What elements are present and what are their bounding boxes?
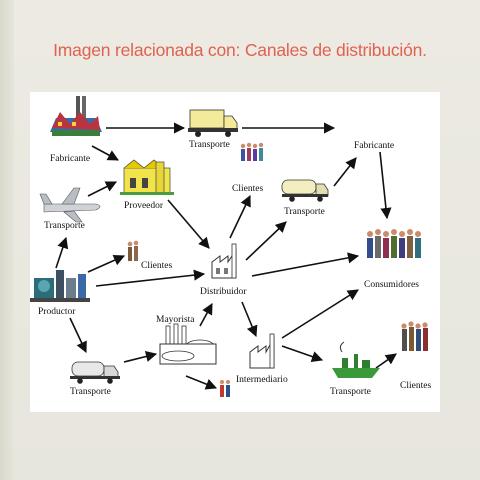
people-couple-icon [127,240,139,261]
label-intermediario: Intermediario [236,375,288,385]
cargo-ship-icon [332,341,380,378]
factory-icon [50,96,102,136]
label-fabricante-right: Fabricante [354,141,394,151]
arrow-fabricante-to-proveedor [91,145,119,161]
distributor-warehouse-icon [211,243,237,279]
label-productor: Productor [38,307,76,317]
arrow-transporte-plane-to-proveedor [87,181,118,197]
producer-plant-icon [30,270,90,302]
label-distribuidor: Distribuidor [200,287,247,297]
airplane-icon [39,187,101,223]
people-pair-icon [220,380,230,397]
people-group-bottom-icon [401,321,428,351]
arrow-fabricante-right-to-consumidores [379,151,392,220]
label-consumidores: Consumidores [364,280,419,290]
label-transporte-plane: Transporte [44,221,85,231]
label-transporte-ship: Transporte [330,387,371,397]
people-group-icon [240,142,264,161]
tanker-truck-bottom-icon [70,361,120,384]
truck-icon [188,109,238,137]
arrow-productor-to-transporte-bottom [69,317,87,354]
arrow-mayorista-to-clientes-bottom [185,375,218,390]
label-transporte-truck-right: Transporte [284,207,325,217]
slide-frame-edge [0,0,14,480]
label-transporte-top: Transporte [189,140,230,150]
label-fabricante-left: Fabricante [50,154,90,164]
arrow-distribuidor-to-transporte-truck [245,221,287,261]
slide-title: Imagen relacionada con: Canales de distr… [53,40,427,60]
label-transporte-bottom-left: Transporte [70,387,111,397]
arrow-distribuidor-to-consumidores [251,252,360,277]
flow-arrows [55,122,397,390]
arrow-productor-to-distribuidor [95,269,206,287]
arrow-intermediario-to-consumidores [281,289,359,339]
arrow-productor-to-transporte-plane [55,236,69,269]
label-clientes-top: Clientes [232,184,263,194]
arrow-productor-to-clientes-mid [87,254,126,273]
arrow-proveedor-to-distribuidor [167,199,210,249]
consumers-crowd-icon [367,229,421,258]
supplier-factory-icon [120,159,174,195]
arrow-distribuidor-to-clientes-top [229,194,251,239]
label-mayorista: Mayorista [156,315,195,325]
label-clientes-bottom: Clientes [400,381,431,391]
arrow-transporte-ship-to-clientes [375,353,397,369]
label-clientes-mid: Clientes [141,261,172,271]
tanker-truck-icon [281,179,329,202]
arrow-distribuidor-to-intermediario [241,301,258,338]
arrow-transporte-to-mayorista [123,351,158,363]
arrow-mayorista-to-distribuidor [199,303,213,327]
label-proveedor: Proveedor [124,201,164,211]
arrow-transporte-truck-to-fabricante [333,157,357,187]
wholesaler-plant-icon [159,323,217,365]
arrow-intermediario-to-transporte-ship [281,345,324,362]
intermediary-building-icon [249,333,275,369]
